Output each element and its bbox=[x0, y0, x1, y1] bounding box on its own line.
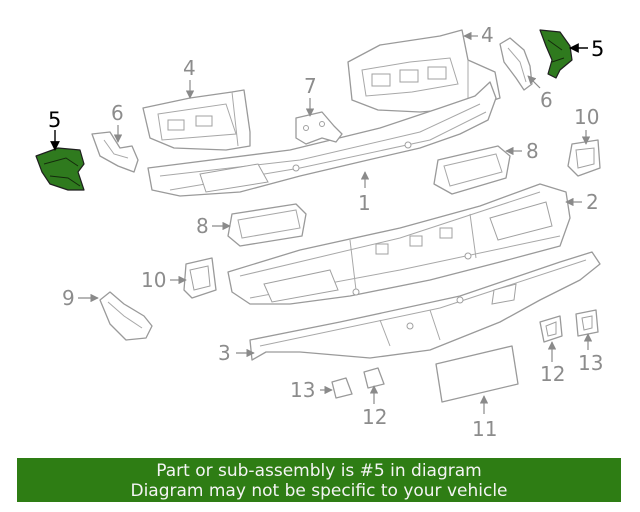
part-info-banner: Part or sub-assembly is #5 in diagram Di… bbox=[17, 458, 621, 502]
part-12-clip-center bbox=[363, 367, 385, 389]
part-12-clip-right bbox=[539, 315, 563, 343]
part-1-bumper-reinforcement bbox=[147, 81, 497, 197]
part-9-bracket bbox=[99, 291, 153, 341]
part-2-bumper-face bbox=[227, 183, 571, 305]
callout-1: 1 bbox=[358, 191, 371, 215]
part-8-right-cover bbox=[433, 145, 511, 195]
callout-labels: 1 2 3 4 4 5 5 6 6 7 8 8 9 10 10 11 12 12… bbox=[48, 23, 604, 441]
callout-5-right: 5 bbox=[591, 37, 604, 61]
callout-13-right: 13 bbox=[578, 351, 603, 375]
part-5-left-highlighted bbox=[35, 147, 85, 191]
part-4-right-reinforcement bbox=[347, 29, 501, 113]
callout-10-left: 10 bbox=[141, 268, 166, 292]
banner-line-1: Part or sub-assembly is #5 in diagram bbox=[156, 461, 482, 481]
callout-4-left: 4 bbox=[183, 56, 196, 80]
callout-3: 3 bbox=[218, 341, 231, 365]
leader-lines bbox=[78, 31, 593, 414]
part-4-left-reinforcement bbox=[142, 89, 251, 151]
parts-diagram: 1 2 3 4 4 5 5 6 6 7 8 8 9 10 10 11 12 12… bbox=[35, 23, 604, 441]
callout-11: 11 bbox=[472, 417, 497, 441]
callout-4-right: 4 bbox=[481, 23, 494, 47]
part-6-right-bracket bbox=[499, 37, 533, 91]
part-10-right-bezel bbox=[567, 139, 601, 177]
callout-10-right: 10 bbox=[574, 105, 599, 129]
callout-6-left: 6 bbox=[111, 101, 124, 125]
callout-6-right: 6 bbox=[540, 88, 553, 112]
part-5-right-highlighted bbox=[539, 29, 573, 79]
callout-7: 7 bbox=[304, 74, 317, 98]
part-10-left-bezel bbox=[183, 257, 217, 299]
part-7-bracket bbox=[295, 111, 343, 145]
callout-9: 9 bbox=[62, 286, 75, 310]
leader-lines-highlight bbox=[50, 43, 588, 151]
callout-8-right: 8 bbox=[526, 139, 539, 163]
callout-2: 2 bbox=[586, 190, 599, 214]
part-3-step-pad bbox=[249, 251, 601, 361]
part-13-clip-right bbox=[575, 309, 599, 337]
banner-line-2: Diagram may not be specific to your vehi… bbox=[130, 481, 508, 501]
callout-12-right: 12 bbox=[540, 362, 565, 386]
callout-5-left: 5 bbox=[48, 108, 61, 132]
part-6-left-bracket bbox=[91, 131, 139, 173]
callout-12-center: 12 bbox=[362, 405, 387, 429]
callout-8-left: 8 bbox=[196, 214, 209, 238]
part-8-left-cover bbox=[227, 203, 307, 247]
part-13-clip-center bbox=[331, 377, 353, 399]
callout-13-center: 13 bbox=[290, 378, 315, 402]
part-11-plate bbox=[435, 345, 519, 403]
